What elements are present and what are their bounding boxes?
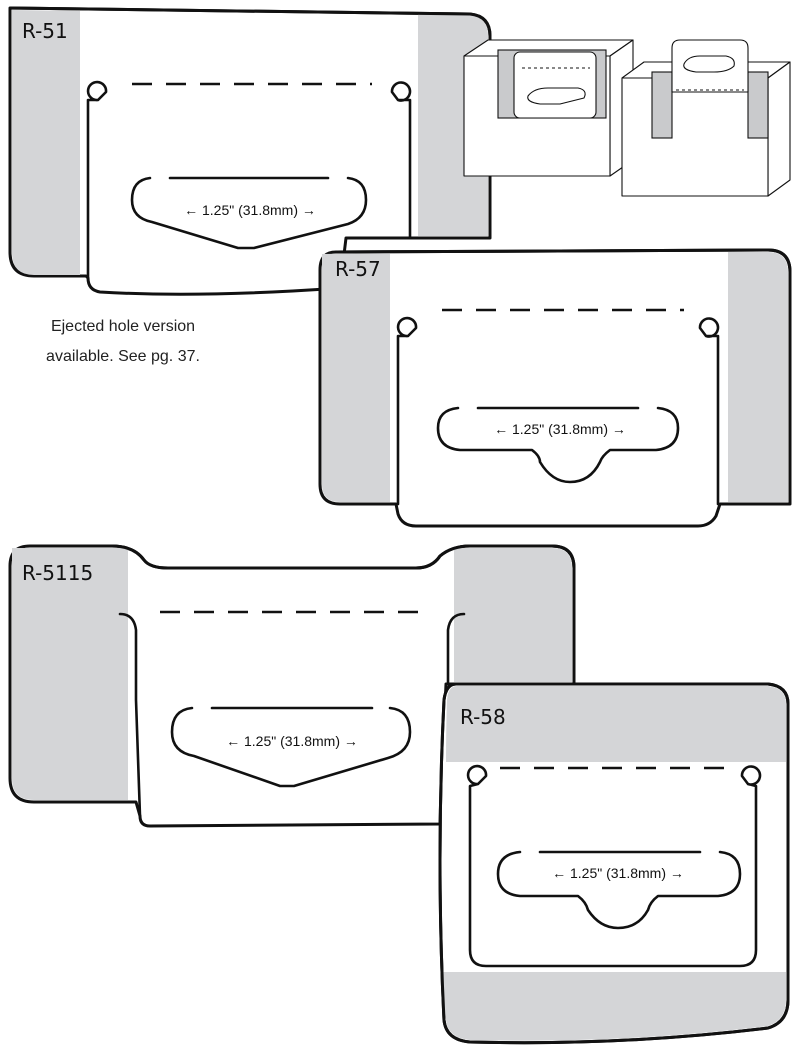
card-r58-label: R-58 xyxy=(460,705,506,729)
card-r5115: R-5115 ← 1.25" (31.8mm) → xyxy=(8,544,576,828)
boxed-hang-tab-front-illustration xyxy=(463,39,634,177)
card-r57-label: R-57 xyxy=(335,257,381,281)
card-r5115-label: R-5115 xyxy=(22,561,93,585)
card-r51-label: R-51 xyxy=(22,19,68,43)
card-r58: R-58 ← 1.25" (31.8mm) → xyxy=(438,682,790,1045)
note-line-2: available. See pg. 37. xyxy=(46,348,200,365)
boxed-hang-tab-angled-illustration xyxy=(621,39,791,197)
card-r57: R-57 ← 1.25" (31.8mm) → xyxy=(318,248,792,528)
card-r51-dimension: ← 1.25" (31.8mm) → xyxy=(184,202,316,218)
note-line-1: Ejected hole version xyxy=(51,318,195,335)
card-r58-dimension: ← 1.25" (31.8mm) → xyxy=(552,865,684,881)
card-r5115-dimension: ← 1.25" (31.8mm) → xyxy=(226,733,358,749)
card-r57-dimension: ← 1.25" (31.8mm) → xyxy=(494,421,626,437)
